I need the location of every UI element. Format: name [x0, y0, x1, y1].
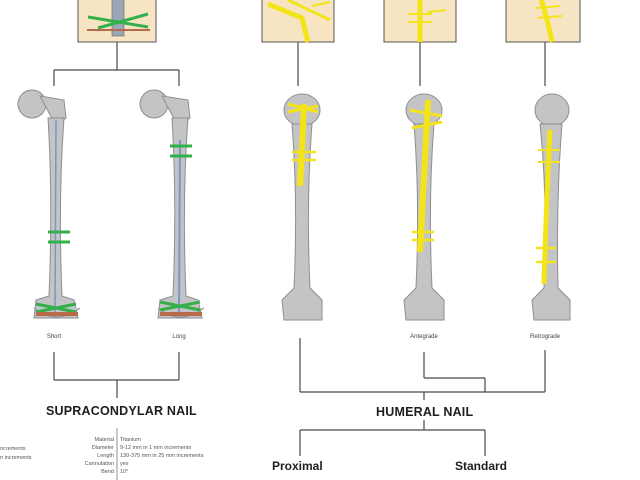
section-title-supracondylar: SUPRACONDYLAR NAIL [46, 404, 197, 418]
humerus-retrograde [531, 93, 571, 321]
bone-label-short: Short [46, 334, 62, 340]
spec-key: Cannulation [84, 461, 114, 467]
left-fragment-2: n increments [0, 455, 32, 461]
spec-value: 9-12 mm in 1 mm increments [120, 445, 192, 451]
inset-humeral-proximal [261, 0, 335, 43]
spec-key: Length [97, 453, 114, 459]
humerus-antegrade [403, 93, 445, 321]
left-fragment-1: ncrements [0, 446, 26, 452]
subtitle-proximal: Proximal [272, 459, 323, 473]
spec-key: Diameter [91, 445, 114, 451]
subtitle-standard: Standard [455, 459, 508, 473]
spec-value: 10° [120, 469, 129, 475]
section-title-humeral: HUMERAL NAIL [376, 405, 474, 419]
bone-label-retrograde: Retrograde [529, 334, 561, 340]
spec-key: Material [94, 437, 114, 443]
bone-label-long: Long [172, 334, 186, 340]
inset-supracondylar [77, 0, 157, 43]
femur-long [139, 89, 205, 319]
inset-humeral-retrograde [505, 0, 581, 43]
femur-short [17, 89, 81, 319]
inset-humeral-antegrade [383, 0, 457, 43]
tree-connectors [53, 42, 546, 480]
humerus-proximal [281, 93, 323, 321]
spec-key: Bend [101, 469, 114, 475]
spec-value: 130-375 mm in 25 mm increments [120, 453, 204, 459]
bone-label-antegrade: Antegrade [410, 334, 438, 340]
spec-value: Titanium [120, 437, 141, 443]
spec-value: yes [120, 461, 129, 467]
